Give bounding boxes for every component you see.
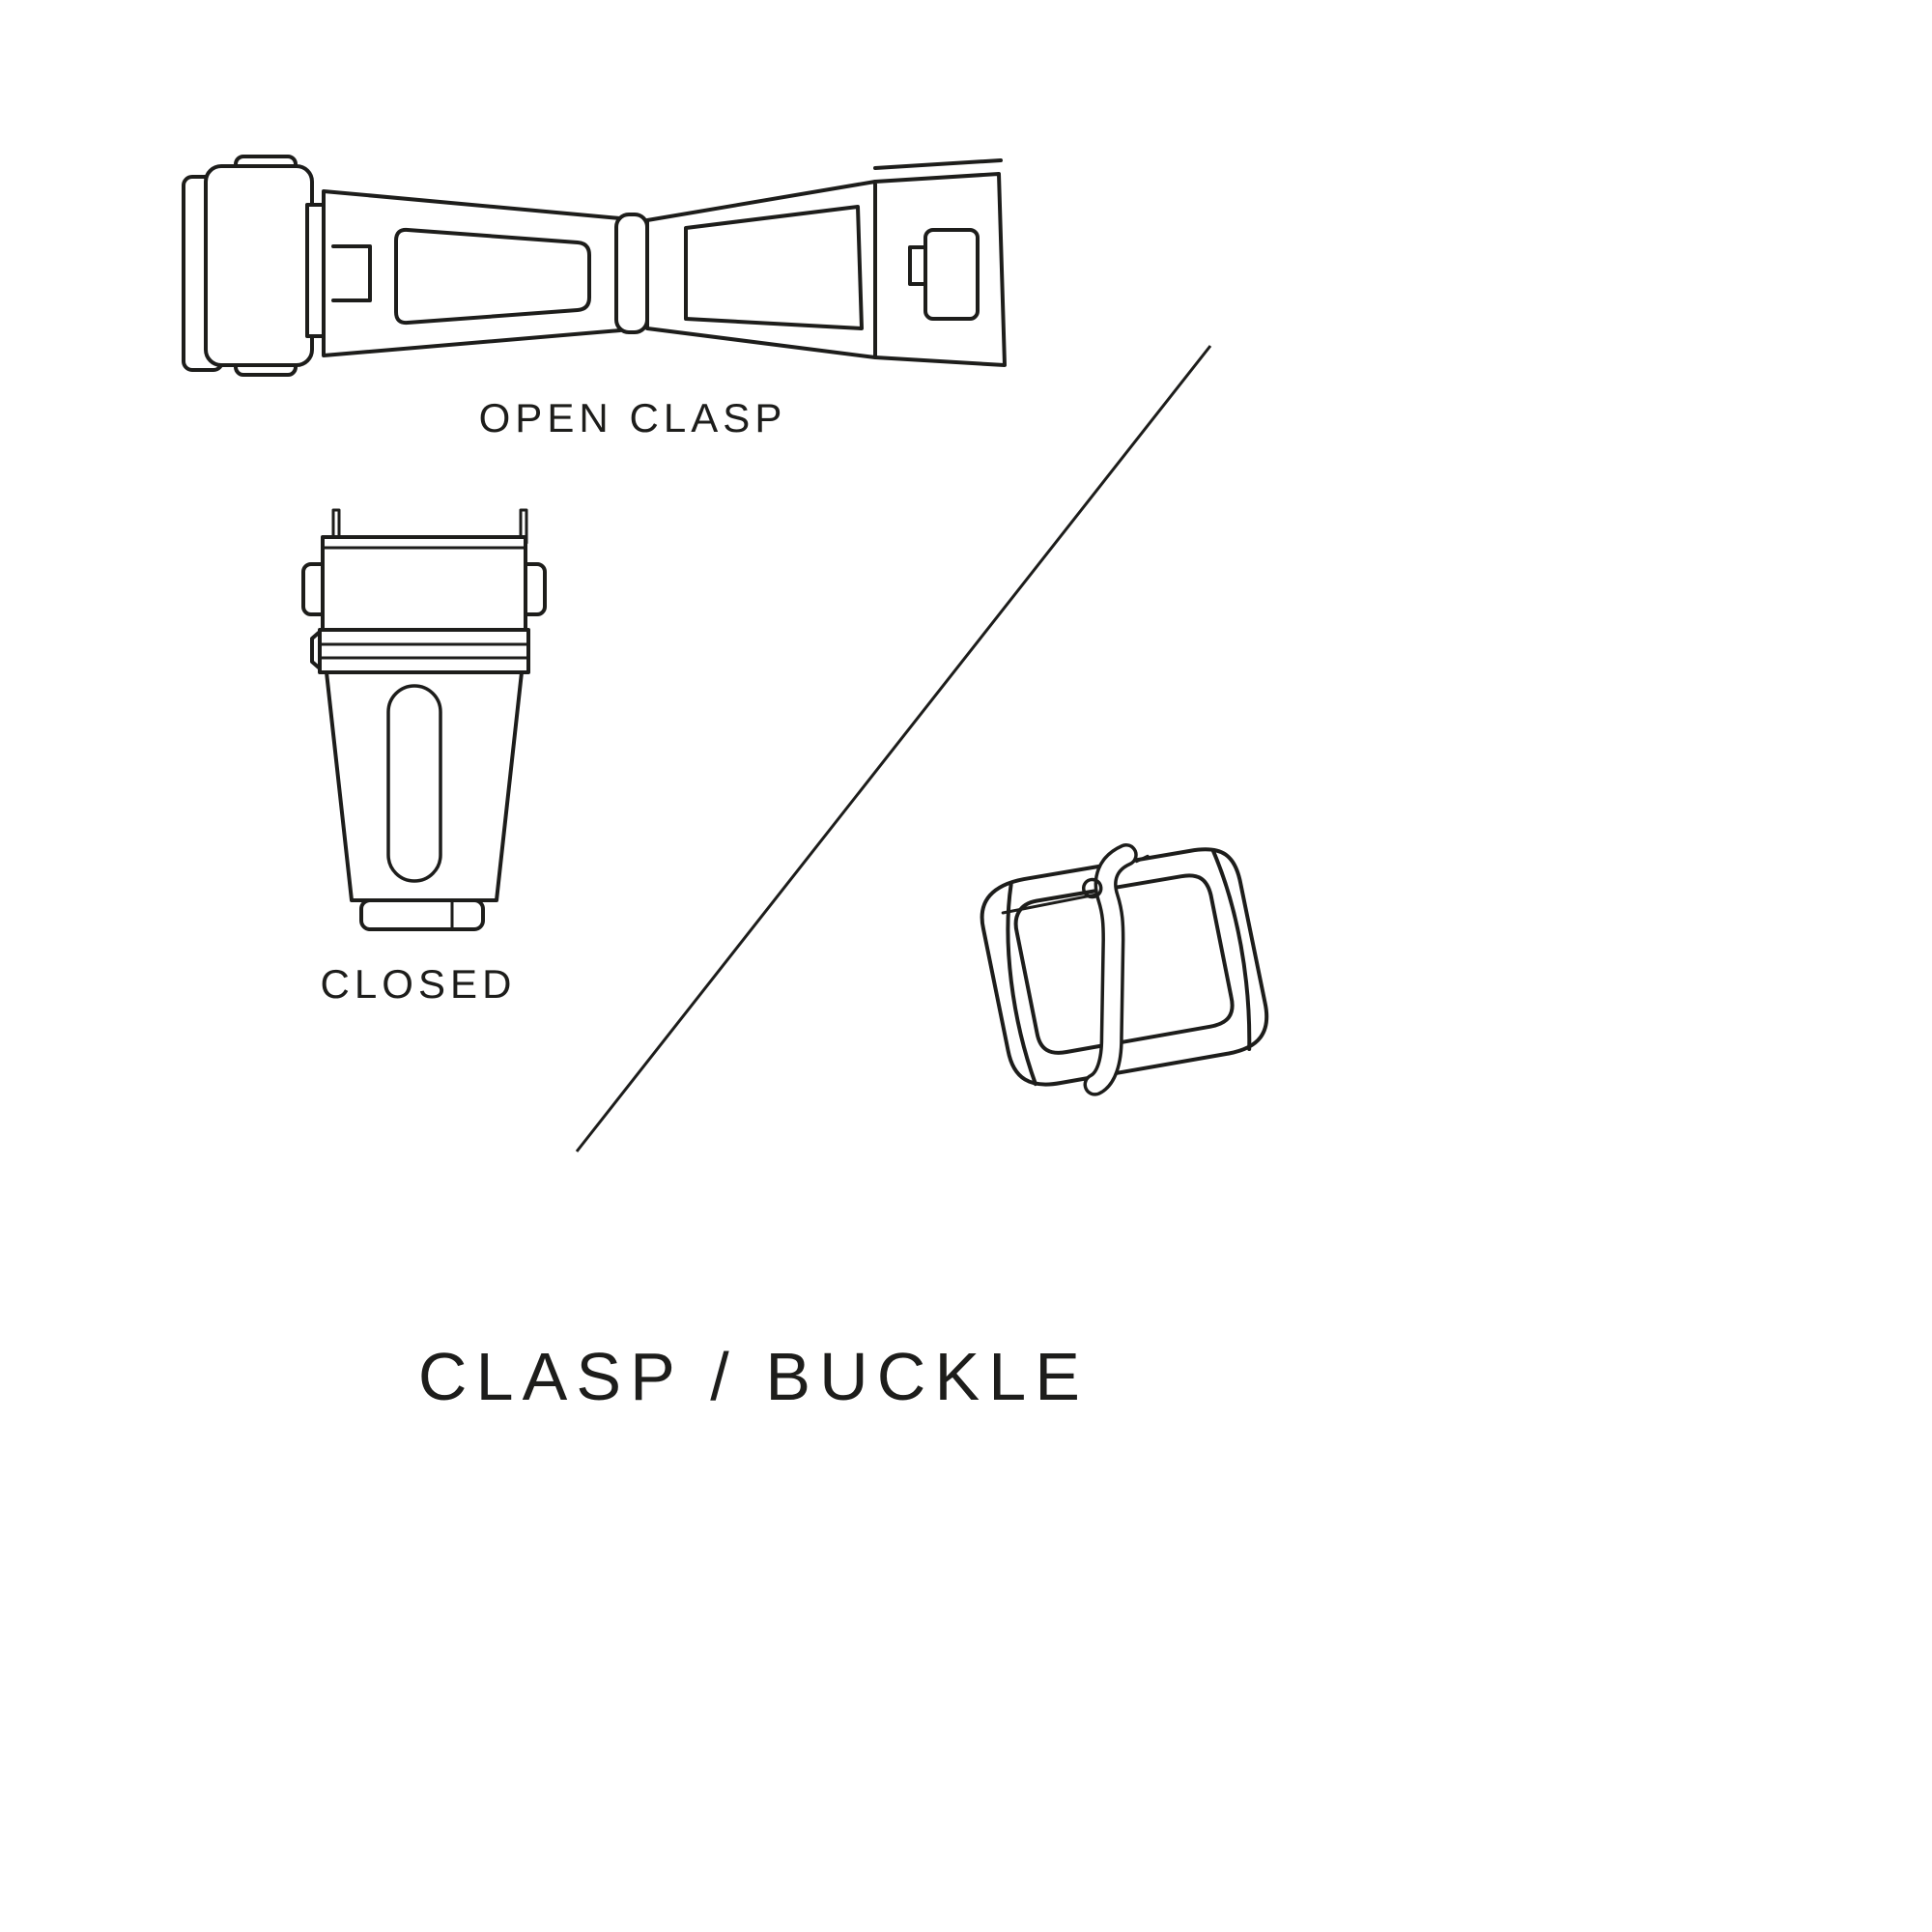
buckle-right-band-edge	[1210, 848, 1252, 1051]
diagram-title: CLASP / BUCKLE	[417, 1339, 1090, 1414]
buckle-illustration	[980, 842, 1269, 1096]
closed-clasp-label: CLOSED	[320, 961, 517, 1007]
clasp-bottom-bar	[359, 898, 485, 931]
clasp-right-cutout	[923, 228, 980, 321]
buckle-tongue-fill	[1086, 846, 1135, 1094]
buckle-pin-end	[1135, 854, 1150, 864]
clasp-right-hook	[908, 245, 927, 286]
clasp-right-end	[873, 172, 1007, 367]
buckle-frame-inner	[1013, 873, 1235, 1055]
clasp-left-arm-inner	[394, 227, 591, 326]
clasp-right-end-fold	[873, 158, 1003, 170]
open-clasp-illustration	[182, 155, 1007, 377]
open-clasp-label: OPEN CLASP	[478, 395, 787, 440]
clasp-cover	[321, 535, 527, 632]
closed-clasp-illustration	[301, 508, 547, 931]
clasp-body	[325, 670, 524, 902]
buckle-left-band-edge	[1006, 882, 1037, 1087]
clasp-band	[318, 628, 530, 674]
clasp-left-notch	[331, 244, 372, 302]
clasp-hinge	[614, 213, 649, 334]
clasp-end-link	[204, 164, 314, 367]
clasp-right-arm-inner	[684, 205, 864, 330]
buckle-pin-coil	[1081, 877, 1103, 899]
clasp-body-slot	[386, 684, 442, 883]
